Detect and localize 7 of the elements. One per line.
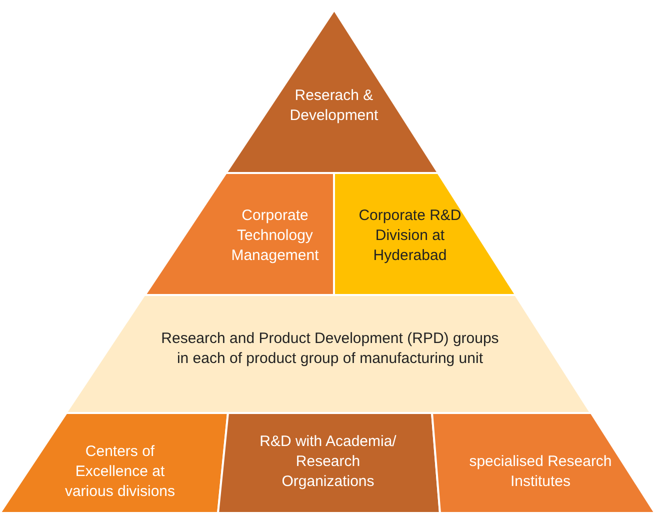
tier-label: Reserach & Development xyxy=(288,86,380,126)
tier-label: R&D with Academia/ Research Organizations xyxy=(258,432,398,492)
tier-label: Centers of Excellence at various divisions xyxy=(64,442,176,502)
tier-label: specialised Research Institutes xyxy=(468,452,613,492)
tier-label: Corporate R&D Division at Hyderabad xyxy=(358,206,462,266)
tier-label: Corporate Technology Management xyxy=(230,206,320,266)
tier-label: Research and Product Development (RPD) groups in each of product group of manufacturing unit xyxy=(160,329,500,369)
